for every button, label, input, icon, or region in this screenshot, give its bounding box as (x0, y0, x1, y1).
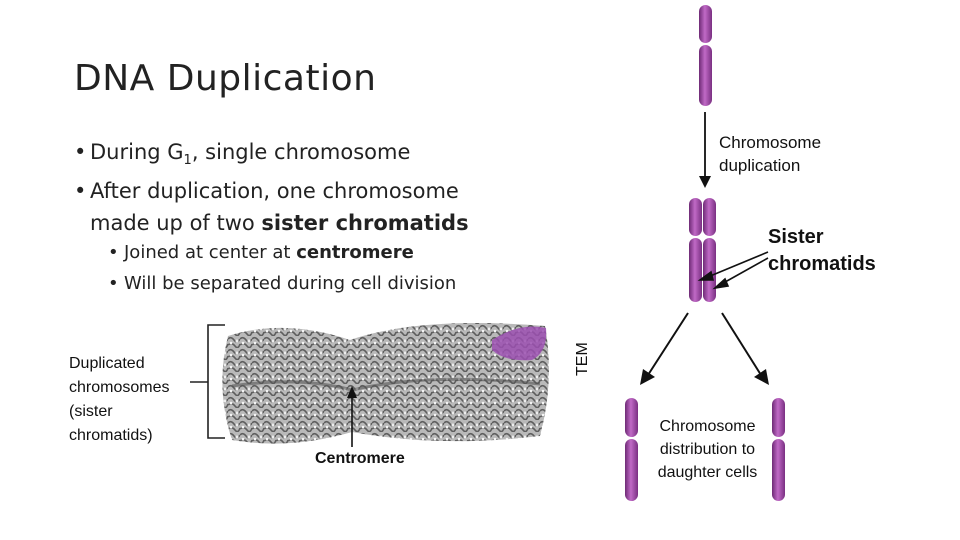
bullet-text: made up of two (90, 210, 262, 235)
bullet-text: During G (90, 140, 184, 164)
centromere-arrow (347, 386, 357, 447)
daughter-chromosome-right (772, 398, 785, 501)
sister-chromatids (689, 198, 716, 302)
label-line: chromatids (768, 253, 876, 275)
centromere-label: Centromere (315, 450, 405, 467)
bracket (190, 324, 225, 439)
bullet-text: After duplication, one chromosome (90, 179, 459, 203)
bullet-dot: • (108, 242, 119, 263)
label-line: chromosomes (69, 379, 170, 396)
bullet-text: Joined at center at (124, 242, 297, 263)
distribution-label: Chromosome distribution to daughter cell… (645, 415, 770, 484)
bold-term: sister chromatids (261, 210, 469, 235)
label-line: (sister (69, 403, 113, 420)
label-line: Duplicated (69, 355, 145, 372)
distribution-arrows (640, 312, 769, 385)
chromosome-duplication-label: Chromosome duplication (719, 131, 821, 177)
bullet-after-duplication: •After duplication, one chromosome made … (74, 176, 514, 239)
label-line: Sister (768, 226, 824, 248)
bullet-text: , single chromosome (191, 140, 411, 164)
sister-chromatids-label: Sister chromatids (768, 224, 876, 278)
single-chromosome (699, 5, 712, 106)
label-line: duplication (719, 156, 801, 175)
label-line: distribution to (659, 441, 756, 458)
tem-label: TEM (574, 342, 591, 376)
bold-term: centromere (296, 242, 414, 263)
slide-title: DNA Duplication (74, 58, 377, 99)
label-line: Chromosome (719, 133, 822, 152)
subbullet-separation: •Will be separated during cell division (108, 273, 456, 294)
label-line: chromatids) (69, 427, 153, 444)
bullet-dot: • (74, 179, 87, 203)
subscript: 1 (183, 153, 192, 169)
bullet-g1: •During G1, single chromosome (74, 137, 410, 171)
duplication-arrow (699, 112, 711, 188)
bullet-text: Will be separated during cell division (124, 273, 457, 294)
sister-pointers (697, 251, 769, 290)
bullet-dot: • (74, 140, 87, 164)
label-line: Chromosome (659, 418, 756, 435)
duplicated-chromosomes-label: Duplicated chromosomes (sister chromatid… (69, 352, 169, 448)
subbullet-centromere: •Joined at center at centromere (108, 242, 414, 263)
chromosome-micrograph (222, 323, 549, 444)
label-line: daughter cells (657, 464, 758, 481)
daughter-chromosome-left (625, 398, 638, 501)
bullet-dot: • (108, 273, 119, 294)
